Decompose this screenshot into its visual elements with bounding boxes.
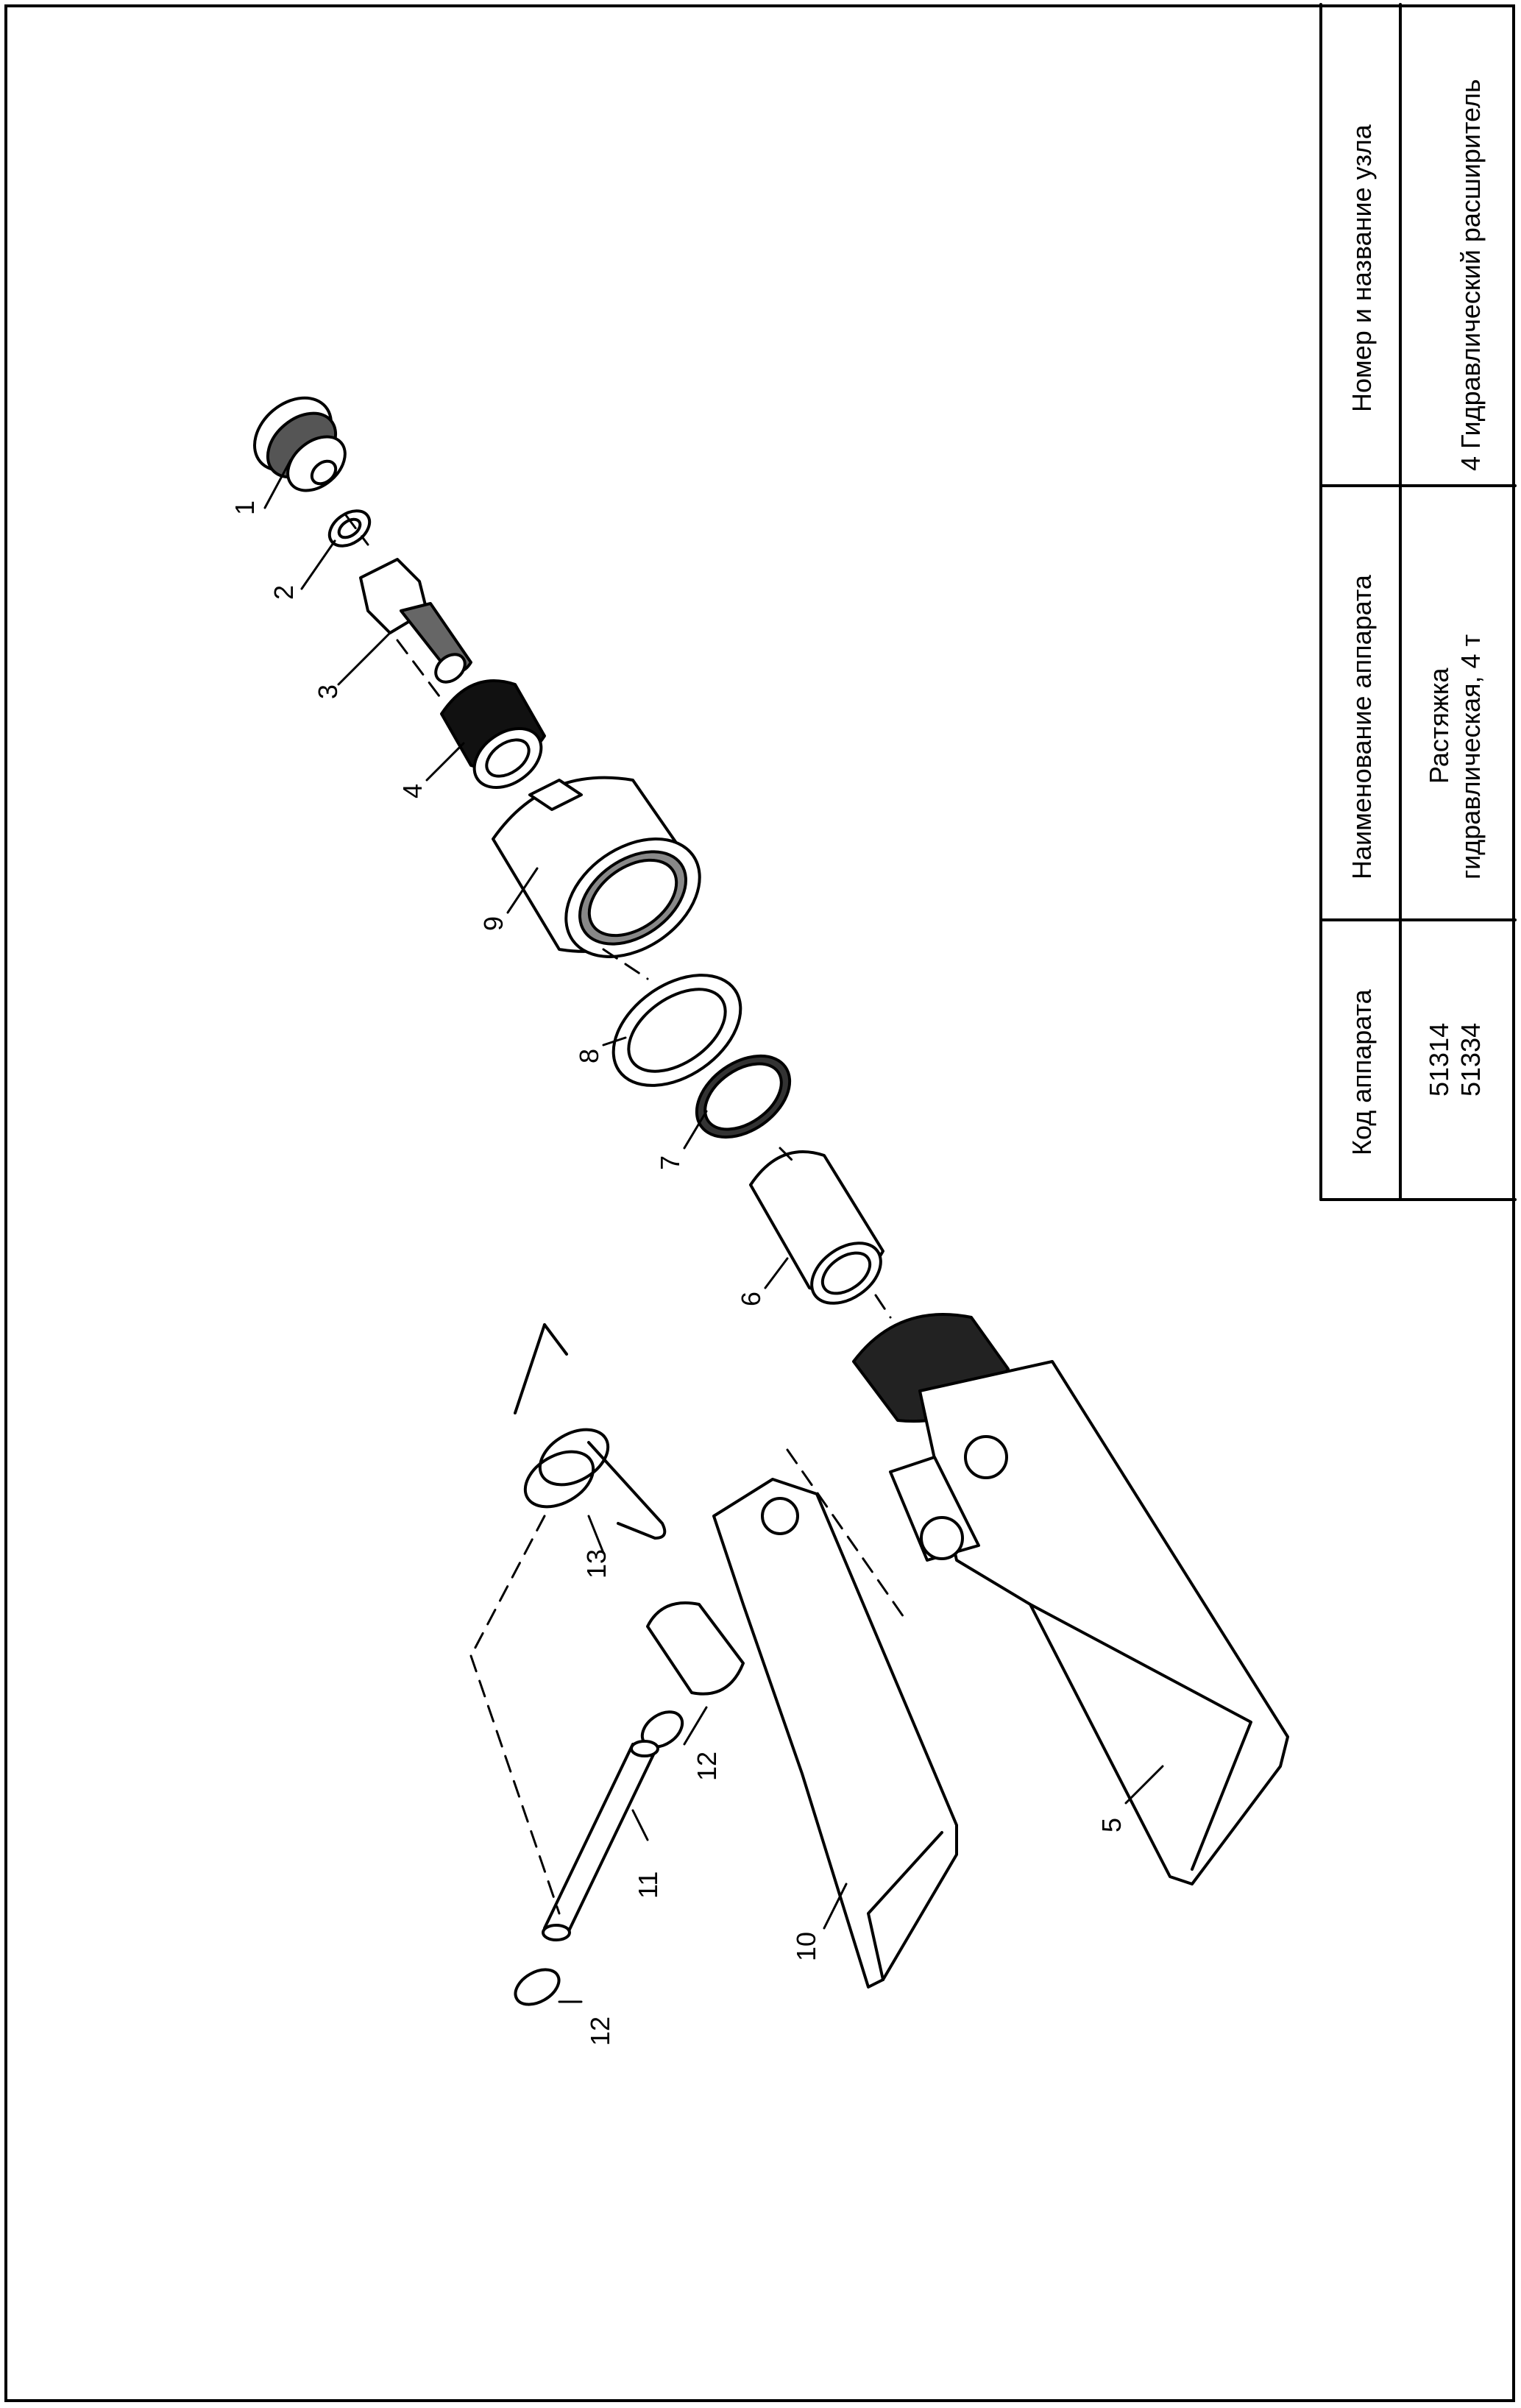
part-9-cylinder [492,776,701,958]
label-part-9: 9 [478,916,508,931]
part-3-fitting [359,558,472,684]
label-part-12-upper: 12 [692,1751,722,1781]
part-6-piston [749,1150,884,1305]
part-12-clip-upper [640,1601,745,1749]
header-apparatus-name: Наименование аппарата [1347,575,1377,879]
label-part-4: 4 [397,783,428,798]
label-part-5: 5 [1096,1817,1127,1832]
label-part-13: 13 [581,1548,611,1579]
label-part-8: 8 [574,1048,604,1063]
label-part-1: 1 [230,500,260,515]
drawing-frame [4,4,1515,2402]
label-part-7: 7 [655,1155,685,1170]
part-1-plug [253,396,347,492]
apparatus-name-line2: гидравлическая, 4 т [1456,634,1486,879]
apparatus-name-line1: Растяжка [1424,667,1454,784]
apparatus-code-1: 51314 [1424,1022,1454,1097]
header-apparatus-code: Код аппарата [1347,989,1377,1155]
label-part-3: 3 [313,684,343,699]
part-4-threaded-nut [440,679,546,789]
part-5-jaw [852,1313,1289,1885]
part-2-washer [327,509,372,548]
part-11-pin [542,1740,659,1941]
assembly-dashed-lines [344,514,907,1915]
title-block-lines [1319,3,1517,1201]
header-unit-name: Номер и название узла [1347,124,1377,412]
label-part-6: 6 [736,1291,766,1306]
part-7-gasket [695,1054,792,1139]
part-12-clip-lower [514,1968,561,2006]
label-part-12-lower: 12 [585,2016,615,2046]
label-part-2: 2 [269,584,299,600]
apparatus-code-2: 51334 [1456,1022,1486,1097]
label-part-10: 10 [791,1931,821,1961]
leader-lines [263,458,1164,2003]
part-13-spring [514,1323,667,1540]
part-8-ring [611,974,742,1087]
label-part-11: 11 [633,1871,663,1899]
unit-name: 4 Гидравлический расширитель [1456,79,1486,471]
part-10-lever [712,1478,958,1989]
